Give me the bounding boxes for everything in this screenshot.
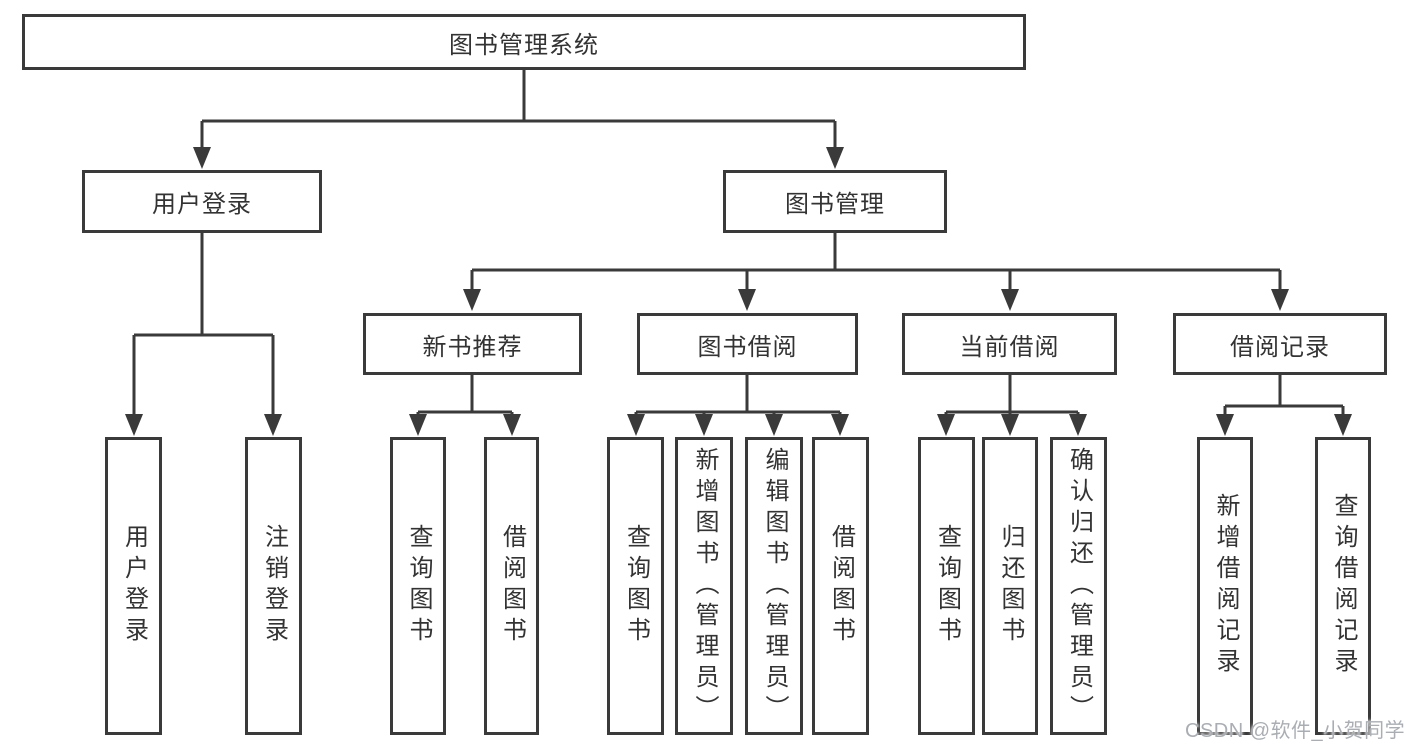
node-user-login-label: 用户登录 bbox=[152, 191, 252, 218]
leaf-borrow-books-label: 借阅图书 bbox=[827, 524, 855, 648]
node-new-book-recommend: 新书推荐 bbox=[363, 313, 582, 375]
leaf-logout-label: 注销登录 bbox=[260, 524, 288, 648]
leaf-newbook-query-books-label: 查询图书 bbox=[405, 524, 432, 648]
connector-paths bbox=[132, 68, 1345, 419]
node-current-borrow-label: 当前借阅 bbox=[959, 333, 1060, 361]
leaf-borrow-books: 借阅图书 bbox=[812, 437, 869, 735]
node-new-book-recommend-label: 新书推荐 bbox=[422, 333, 523, 361]
leaf-add-borrow-record-label: 新增借阅记录 bbox=[1212, 493, 1239, 679]
node-book-borrow-label: 图书借阅 bbox=[697, 333, 798, 361]
leaf-newbook-query-books: 查询图书 bbox=[390, 437, 446, 735]
node-user-login: 用户登录 bbox=[82, 170, 322, 233]
leaf-query-borrow-record-label: 查询借阅记录 bbox=[1330, 493, 1357, 679]
watermark-text: CSDN @软件_小贺同学 bbox=[1185, 720, 1405, 742]
leaf-add-books-admin-label: 新增图书（管理员） bbox=[691, 446, 718, 726]
leaf-edit-books-admin-label: 编辑图书（管理员） bbox=[761, 446, 788, 726]
node-book-management-label: 图书管理 bbox=[785, 191, 885, 218]
leaf-newbook-borrow-books-label: 借阅图书 bbox=[498, 524, 526, 648]
leaf-return-books-label: 归还图书 bbox=[997, 524, 1024, 648]
leaf-user-login: 用户登录 bbox=[105, 437, 162, 735]
leaf-borrow-query-books-label: 查询图书 bbox=[622, 524, 650, 648]
leaf-add-books-admin: 新增图书（管理员） bbox=[675, 437, 733, 735]
leaf-edit-books-admin: 编辑图书（管理员） bbox=[745, 437, 803, 735]
node-system-root-label: 图书管理系统 bbox=[449, 31, 599, 59]
leaf-return-books: 归还图书 bbox=[982, 437, 1038, 735]
node-system-root: 图书管理系统 bbox=[22, 14, 1026, 70]
leaf-logout: 注销登录 bbox=[245, 437, 302, 735]
node-borrow-records: 借阅记录 bbox=[1173, 313, 1387, 375]
node-book-management: 图书管理 bbox=[723, 170, 947, 233]
leaf-newbook-borrow-books: 借阅图书 bbox=[484, 437, 539, 735]
node-current-borrow: 当前借阅 bbox=[902, 313, 1117, 375]
leaf-query-borrow-record: 查询借阅记录 bbox=[1315, 437, 1371, 735]
leaf-current-query-books-label: 查询图书 bbox=[933, 524, 961, 648]
leaf-user-login-label: 用户登录 bbox=[120, 524, 148, 648]
arrowheads bbox=[125, 147, 1352, 436]
node-book-borrow: 图书借阅 bbox=[637, 313, 858, 375]
leaf-current-query-books: 查询图书 bbox=[918, 437, 975, 735]
leaf-confirm-return-admin: 确认归还（管理员） bbox=[1050, 437, 1107, 735]
leaf-add-borrow-record: 新增借阅记录 bbox=[1197, 437, 1253, 735]
leaf-borrow-query-books: 查询图书 bbox=[607, 437, 664, 735]
leaf-confirm-return-admin-label: 确认归还（管理员） bbox=[1065, 446, 1093, 726]
node-borrow-records-label: 借阅记录 bbox=[1230, 333, 1330, 361]
